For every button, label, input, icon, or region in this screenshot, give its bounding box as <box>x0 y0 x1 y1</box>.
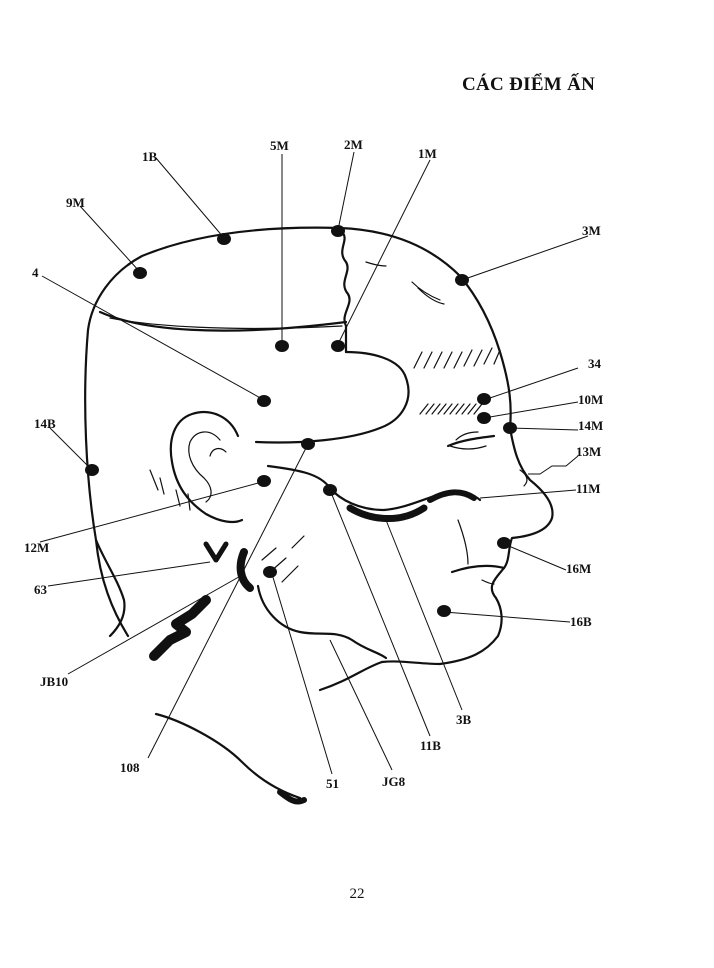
leader-lines <box>39 151 589 775</box>
label-4: 4 <box>32 265 39 280</box>
point-labels: 1B 5M 2M 1M 9M 3M 4 34 10M 14M 14B 13M 1… <box>24 137 603 791</box>
point-11B <box>323 484 337 496</box>
neck-marks <box>149 469 305 661</box>
label-12M: 12M <box>24 540 49 555</box>
point-10M <box>477 412 491 424</box>
label-34: 34 <box>588 356 602 371</box>
point-1B <box>217 233 231 245</box>
head-outline <box>84 226 554 805</box>
label-51: 51 <box>326 776 339 791</box>
label-1M: 1M <box>418 146 437 161</box>
label-1B: 1B <box>142 149 158 164</box>
label-9M: 9M <box>66 195 85 210</box>
point-3M <box>455 274 469 286</box>
label-14B: 14B <box>34 416 56 431</box>
point-4 <box>257 395 271 407</box>
label-JB10: JB10 <box>40 674 68 689</box>
face-features <box>365 261 528 585</box>
point-5M <box>275 340 289 352</box>
label-3B: 3B <box>456 712 472 727</box>
point-16M <box>497 537 511 549</box>
label-11B: 11B <box>420 738 441 753</box>
label-JG8: JG8 <box>382 774 406 789</box>
label-63: 63 <box>34 582 48 597</box>
point-34 <box>477 393 491 405</box>
point-2M <box>331 225 345 237</box>
point-12M <box>257 475 271 487</box>
label-2M: 2M <box>344 137 363 152</box>
label-3M: 3M <box>582 223 601 238</box>
label-108: 108 <box>120 760 140 775</box>
label-16B: 16B <box>570 614 592 629</box>
label-13M: 13M <box>576 444 601 459</box>
point-51 <box>263 566 277 578</box>
label-5M: 5M <box>270 138 289 153</box>
point-9M <box>133 267 147 279</box>
acupressure-points <box>85 225 517 617</box>
label-16M: 16M <box>566 561 591 576</box>
label-10M: 10M <box>578 392 603 407</box>
page-number: 22 <box>349 886 365 902</box>
point-1M <box>331 340 345 352</box>
point-14B <box>85 464 99 476</box>
label-11M: 11M <box>576 481 601 496</box>
page-title: CÁC ĐIỂM ẤN <box>462 74 596 95</box>
point-16B <box>437 605 451 617</box>
point-14M <box>503 422 517 434</box>
ear <box>169 410 244 524</box>
label-14M: 14M <box>578 418 603 433</box>
point-108 <box>301 438 315 450</box>
